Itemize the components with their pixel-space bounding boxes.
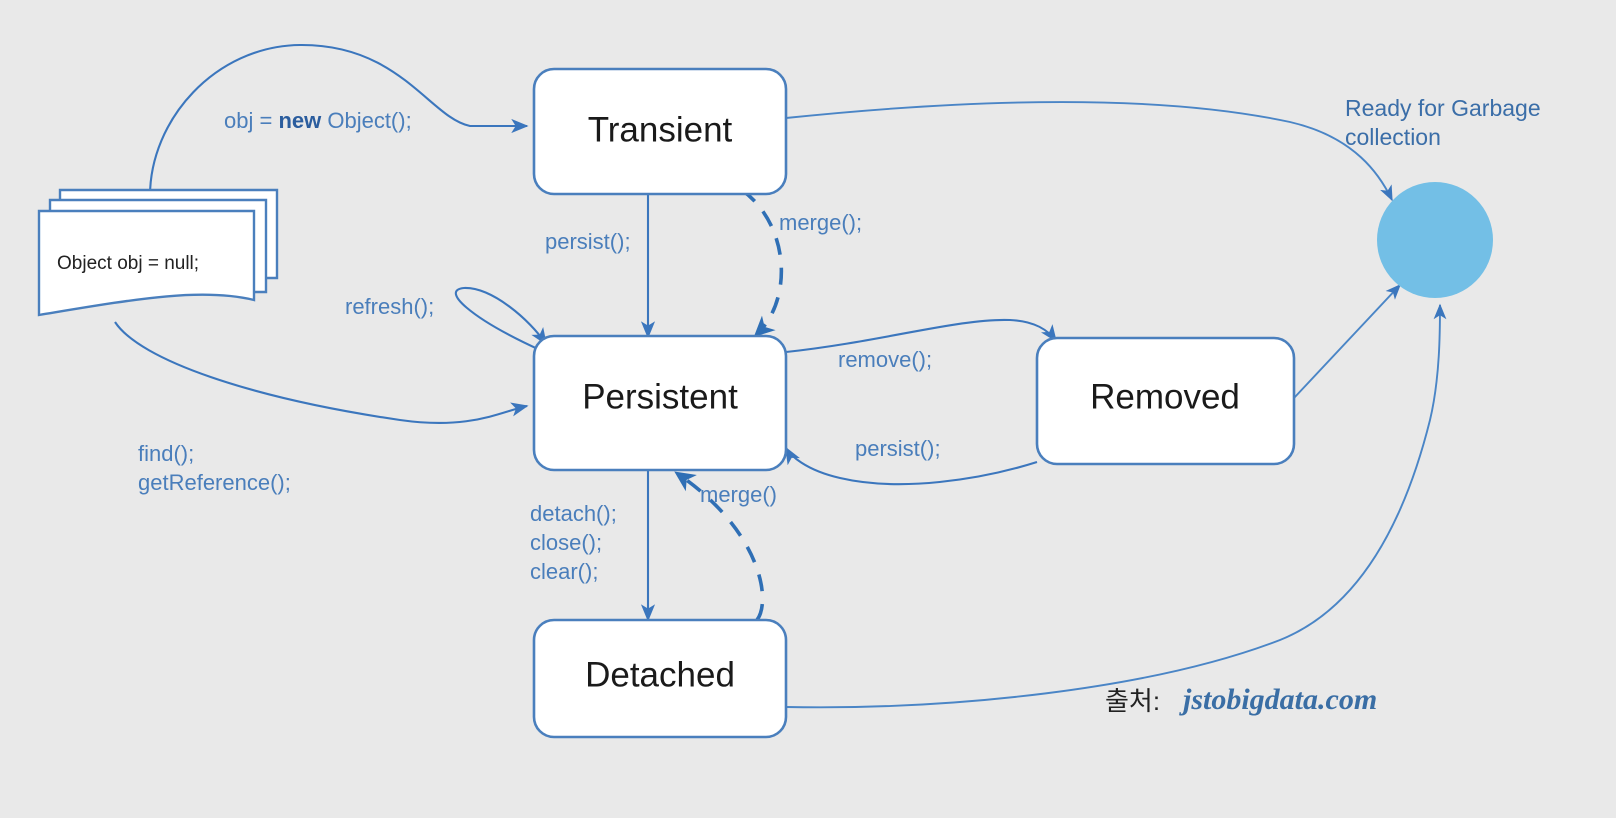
garbage-caption-line2: collection — [1345, 124, 1441, 150]
edge-merge-transient — [740, 188, 784, 338]
state-node-persistent[interactable] — [532, 334, 788, 472]
edge-remove — [785, 318, 1057, 354]
garbage-caption-line1: Ready for Garbage — [1345, 95, 1541, 121]
note-sheet-front[interactable] — [37, 209, 256, 317]
edge-label-detach: detach(); — [530, 501, 617, 526]
edge-label-find: find(); — [138, 441, 194, 466]
removed-label: Removed — [1090, 377, 1240, 416]
edge-label-remove: remove(); — [838, 347, 932, 372]
edge-merge-detached — [674, 471, 765, 622]
edge-label-merge-detached: merge() — [700, 482, 777, 507]
edge-refresh-self — [454, 286, 547, 351]
detached-box[interactable] — [532, 618, 788, 739]
edge-new-object — [148, 43, 529, 197]
detached-label: Detached — [585, 655, 735, 694]
transient-box[interactable] — [532, 67, 788, 196]
attribution-logo: jstobigdata.com — [1179, 683, 1377, 716]
edge-label-new-object: obj = new Object(); — [224, 108, 412, 133]
state-node-detached[interactable] — [532, 618, 788, 739]
state-node-transient[interactable] — [532, 67, 788, 196]
removed-box[interactable] — [1035, 336, 1296, 466]
new-object-prefix: obj = — [224, 108, 278, 133]
object-note-stack — [37, 188, 279, 317]
persistent-label: Persistent — [582, 377, 738, 416]
edge-label-persist-transient: persist(); — [545, 229, 631, 254]
attribution-prefix: 출처: — [1105, 686, 1160, 716]
new-object-suffix: Object(); — [321, 108, 411, 133]
edge-label-getreference: getReference(); — [138, 470, 291, 495]
persistent-box[interactable] — [532, 334, 788, 472]
edge-find-getreference — [114, 321, 529, 424]
transient-label: Transient — [588, 110, 733, 149]
edge-removed-to-garbage — [1293, 283, 1401, 399]
garbage-collection-circle[interactable] — [1377, 182, 1493, 298]
edge-label-clear: clear(); — [530, 559, 598, 584]
new-object-keyword: new — [278, 108, 322, 133]
edge-label-refresh: refresh(); — [345, 294, 434, 319]
object-note-text: Object obj = null; — [57, 253, 199, 274]
edge-transient-to-garbage — [785, 101, 1393, 202]
edge-label-close: close(); — [530, 530, 602, 555]
edge-label-merge-transient: merge(); — [779, 210, 862, 235]
state-node-removed[interactable] — [1035, 336, 1296, 466]
edge-label-persist-removed: persist(); — [855, 436, 941, 461]
svg-text:obj = new Object();: obj = new Object(); — [224, 108, 412, 133]
edge-detached-to-garbage — [785, 303, 1447, 709]
edge-persist-removed — [785, 446, 1038, 486]
